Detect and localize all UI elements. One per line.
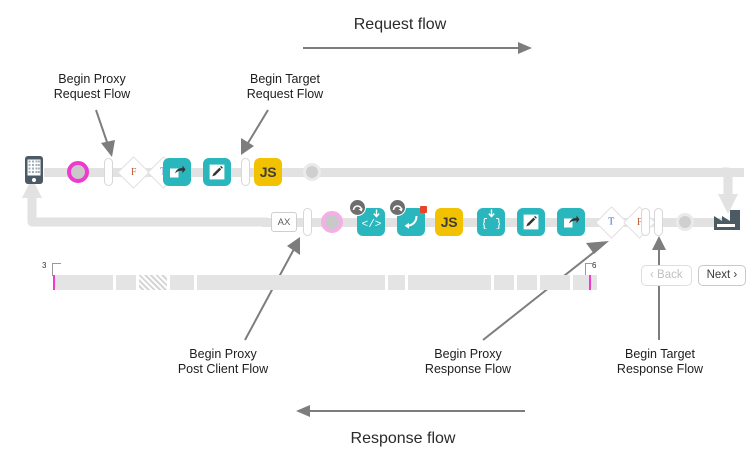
- annotation-line-1: Begin Target: [625, 347, 695, 361]
- annotation-line-1: Begin Target: [250, 72, 320, 86]
- next-button[interactable]: Next ›: [697, 265, 747, 286]
- flow-start-marker[interactable]: [67, 161, 89, 183]
- share-arrow-icon: [169, 165, 185, 178]
- annotation-line-1: Begin Proxy: [58, 72, 126, 86]
- timeline-end-tick: [585, 263, 594, 276]
- flow-separator[interactable]: [641, 208, 650, 236]
- timeline[interactable]: 3 6: [0, 258, 755, 298]
- post-client-flow-marker[interactable]: [321, 211, 343, 233]
- back-button[interactable]: ‹ Back: [641, 265, 692, 286]
- pencil-icon: [523, 214, 539, 230]
- timeline-hatched-segment[interactable]: [139, 275, 167, 290]
- request-flow-title: Request flow: [353, 16, 447, 33]
- timeline-end-label: 6: [592, 261, 597, 270]
- annotation-begin-target-request-flow: Begin Target Request Flow: [205, 72, 365, 102]
- policy-javascript[interactable]: JS: [435, 208, 463, 236]
- pencil-icon: [209, 164, 225, 180]
- rail-return-path: [27, 196, 268, 227]
- annotation-line-1: Begin Proxy: [189, 347, 257, 361]
- annotation-begin-proxy-response-flow: Begin Proxy Response Flow: [388, 347, 548, 377]
- pager: ‹ Back Next ›: [641, 265, 747, 286]
- flow-separator[interactable]: [654, 208, 663, 236]
- response-flow-title: Response flow: [350, 430, 456, 447]
- timeline-gap: [167, 275, 170, 290]
- policy-ax[interactable]: AX: [271, 212, 297, 232]
- timeline-gap: [194, 275, 197, 290]
- annotation-begin-target-response-flow: Begin Target Response Flow: [580, 347, 740, 377]
- policy-service-callout[interactable]: [557, 208, 585, 236]
- down-arrow-badge-icon: [373, 209, 380, 218]
- policy-json-payload[interactable]: { }: [477, 208, 505, 236]
- flow-separator[interactable]: [303, 208, 312, 236]
- js-label: JS: [440, 214, 458, 230]
- down-arrow-badge-icon: [488, 209, 495, 218]
- js-label: JS: [259, 164, 277, 180]
- ax-label: AX: [271, 212, 297, 232]
- timeline-gap: [405, 275, 408, 290]
- timeline-gap: [136, 275, 139, 290]
- annotation-line-1: Begin Proxy: [434, 347, 502, 361]
- timeline-gap: [491, 275, 494, 290]
- fault-badge: [349, 199, 366, 216]
- annotation-begin-proxy-request-flow: Begin Proxy Request Flow: [12, 72, 172, 102]
- return-arrow-icon: [404, 215, 417, 229]
- policy-javascript[interactable]: JS: [254, 158, 282, 186]
- request-flow-rail: [44, 168, 744, 177]
- svg-text:</>: </>: [362, 219, 381, 229]
- fault-badge: [389, 199, 406, 216]
- timeline-gap: [385, 275, 388, 290]
- policy-assign-message[interactable]: [203, 158, 231, 186]
- timeline-gap: [514, 275, 517, 290]
- timeline-gap: [113, 275, 116, 290]
- fault-arrow-icon: [352, 205, 363, 212]
- timeline-start-tick: [52, 263, 61, 276]
- flow-separator[interactable]: [104, 158, 113, 186]
- pointer-begin-proxy-request-flow: [95, 109, 115, 157]
- flow-end-marker[interactable]: [303, 163, 321, 181]
- svg-text:{ }: { }: [483, 217, 500, 229]
- timeline-marker-start[interactable]: [53, 275, 55, 290]
- timeline-track[interactable]: [53, 275, 597, 290]
- condition-letter: T: [607, 216, 615, 228]
- flow-separator[interactable]: [241, 158, 250, 186]
- braces-icon: { }: [483, 217, 500, 229]
- annotation-line-2: Request Flow: [53, 87, 131, 101]
- flow-end-marker[interactable]: [676, 213, 694, 231]
- timeline-marker-end[interactable]: [589, 275, 591, 290]
- timeline-start-label: 3: [42, 261, 47, 270]
- policy-raise-fault[interactable]: [389, 199, 427, 236]
- pointer-begin-target-request-flow: [241, 109, 269, 155]
- code-icon: </>: [362, 219, 381, 229]
- flag-badge-icon: [420, 206, 427, 213]
- annotation-line-2: Request Flow: [246, 87, 324, 101]
- policy-xml-code[interactable]: </>: [349, 199, 385, 236]
- fault-arrow-icon: [392, 205, 403, 212]
- response-flow-arrow: [296, 405, 525, 417]
- policy-service-callout[interactable]: [163, 158, 191, 186]
- timeline-gap: [570, 275, 573, 290]
- mobile-phone-icon: [24, 155, 44, 190]
- annotation-line-2: Post Client Flow: [177, 362, 269, 376]
- annotation-begin-proxy-post-client-flow: Begin Proxy Post Client Flow: [143, 347, 303, 377]
- request-flow-arrow: [303, 42, 532, 54]
- annotation-line-2: Response Flow: [424, 362, 512, 376]
- share-arrow-icon: [563, 215, 579, 228]
- factory-target-icon: [712, 208, 742, 237]
- timeline-gap: [537, 275, 540, 290]
- policy-assign-message[interactable]: [517, 208, 545, 236]
- annotation-line-2: Response Flow: [616, 362, 704, 376]
- condition-letter: F: [130, 167, 136, 178]
